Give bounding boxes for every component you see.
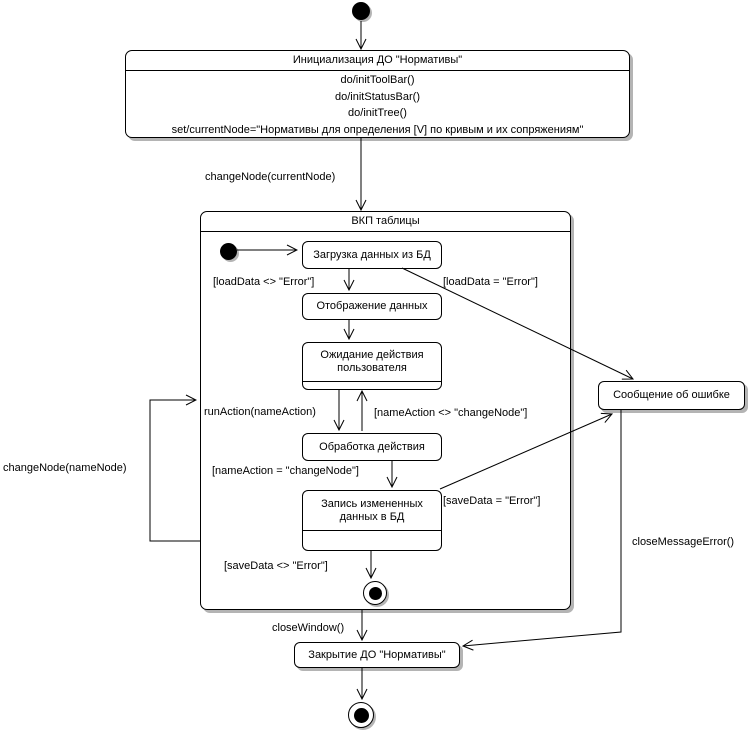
label-name-action-eq: [nameAction = "changeNode"] <box>212 465 359 477</box>
state-save-data-label: Запись измененных данных в БД <box>303 491 441 531</box>
state-display-data[interactable]: Отображение данных <box>302 293 442 320</box>
state-init-actions: do/initToolBar() do/initStatusBar() do/i… <box>126 71 629 138</box>
final-state-bottom[interactable] <box>348 702 374 728</box>
state-process-action-label: Обработка действия <box>319 440 425 453</box>
state-close-normativy-label: Закрытие ДО "Нормативы" <box>308 648 446 661</box>
label-change-node-name: changeNode(nameNode) <box>3 462 127 474</box>
state-load-data-label: Загрузка данных из БД <box>313 248 431 261</box>
composite-state-title: ВКП таблицы <box>201 212 570 232</box>
state-init-normativy[interactable]: Инициализация ДО "Нормативы" do/initTool… <box>125 50 630 138</box>
state-init-action: do/initStatusBar() <box>335 90 420 103</box>
label-change-node-current: changeNode(currentNode) <box>205 171 336 183</box>
final-state-inner[interactable] <box>363 581 387 605</box>
label-close-window: closeWindow() <box>272 622 345 634</box>
final-state-inner-core <box>368 586 382 600</box>
state-display-data-label: Отображение данных <box>316 300 428 312</box>
label-close-message-error: closeMessageError() <box>632 536 735 548</box>
state-process-action[interactable]: Обработка действия <box>302 433 442 461</box>
state-wait-user-action[interactable]: Ожидание действия пользователя <box>302 342 442 390</box>
transition-composite-self-loop[interactable] <box>149 400 200 542</box>
state-init-action: do/initToolBar() <box>340 74 415 86</box>
state-wait-user-action-label: Ожидание действия пользователя <box>303 343 441 382</box>
label-save-ok: [saveData <> "Error"] <box>224 560 328 572</box>
state-init-title: Инициализация ДО "Нормативы" <box>126 51 629 71</box>
label-run-action: runAction(nameAction) <box>204 406 316 418</box>
initial-state-inner[interactable] <box>220 243 237 260</box>
state-close-normativy[interactable]: Закрытие ДО "Нормативы" <box>294 642 460 668</box>
state-error-message-label: Сообщение об ошибке <box>613 389 730 401</box>
label-load-error: [loadData = "Error"] <box>443 276 538 288</box>
label-save-error: [saveData = "Error"] <box>443 495 541 507</box>
state-init-action: set/currentNode="Нормативы для определен… <box>171 123 584 136</box>
state-save-data[interactable]: Запись измененных данных в БД <box>302 490 442 551</box>
state-init-action: do/initTree() <box>348 107 407 119</box>
initial-state-top[interactable] <box>352 2 370 20</box>
state-load-data[interactable]: Загрузка данных из БД <box>302 241 442 269</box>
label-name-action-neq: [nameAction <> "changeNode"] <box>374 407 528 419</box>
label-load-ok: [loadData <> "Error"] <box>213 276 315 288</box>
final-state-bottom-core <box>353 707 369 723</box>
state-error-message[interactable]: Сообщение об ошибке <box>598 381 745 410</box>
